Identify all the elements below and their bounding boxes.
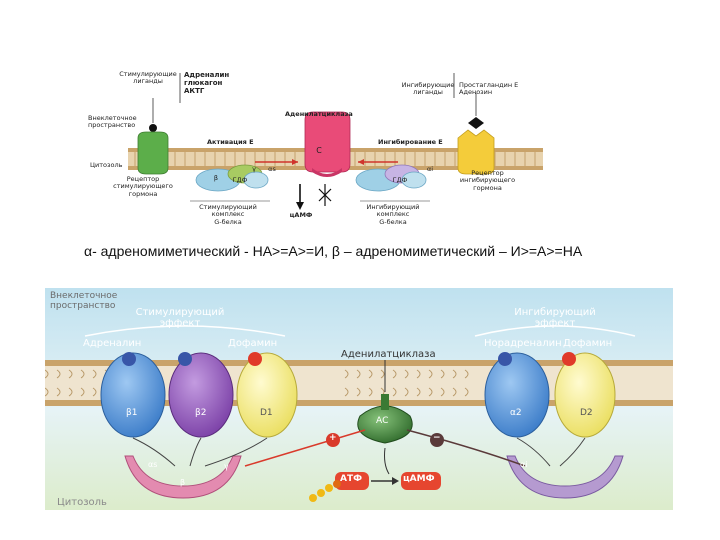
bottom-cytosol-label: Цитозоль (57, 497, 107, 508)
bottom-r-d1-label: D1 (260, 408, 273, 418)
bottom-diagram-art (45, 288, 673, 510)
top-adenylate-cyclase-label: Аденилатциклаза (285, 110, 353, 118)
top-stim-ligands-label: Стимулирующие лиганды (119, 70, 177, 86)
camp-box (401, 472, 441, 490)
bottom-camp-label: цАМФ (403, 474, 435, 484)
top-alpha-s-label: αs (268, 165, 276, 173)
gi-protein-shape (506, 455, 624, 499)
bottom-r-b1-label: β1 (126, 408, 138, 418)
adrenaline-dot-1 (122, 352, 136, 366)
top-alpha-i-label: αi (426, 165, 434, 173)
bottom-inhib-effect-label: Ингибирующий эффект (514, 307, 596, 329)
stim-ligand-dot (149, 124, 157, 132)
top-stim-ligand-list: Адреналин глюкагон АКТГ (184, 71, 230, 96)
top-stim-complex-label: Стимулирующий комплекс G-белка (199, 203, 257, 226)
bottom-adrenaline-label: Адреналин (83, 338, 142, 349)
top-stim-receptor-label: Рецептор стимулирующего гормона (113, 175, 173, 198)
top-extracellular-label: Внеклеточное пространство (88, 114, 137, 130)
top-inhibition-label: Ингибирование Е (378, 138, 443, 146)
top-inhib-ligand-list: Простагландин Е Аденозин (459, 81, 519, 97)
bottom-r-b2-label: β2 (195, 408, 207, 418)
receptor-d2-shape (554, 352, 616, 438)
stim-receptor-shape (137, 131, 169, 175)
bottom-atp-label: АТФ (340, 474, 363, 484)
bottom-minus-label: − (433, 433, 441, 443)
gs-protein-shape (124, 455, 242, 499)
bottom-ac-label: АС (376, 416, 389, 426)
bottom-diagram (45, 288, 673, 510)
bottom-gi-alpha-label: αi (520, 460, 528, 469)
bottom-stim-effect-label: Стимулирующий эффект (135, 307, 225, 329)
bottom-dopamine-left-label: Дофамин (228, 338, 278, 349)
dopamine-dot-right (562, 352, 576, 366)
top-diagram-art (128, 73, 543, 210)
bottom-dopamine-right-label: Дофамин (563, 338, 613, 349)
receptor-b2-shape (168, 352, 234, 438)
bottom-gamma-label: γ (224, 462, 229, 471)
bottom-r-d2-label: D2 (580, 408, 593, 418)
top-activation-label: Активация Е (207, 138, 254, 146)
top-enzyme-c-label: С (316, 146, 322, 155)
noradrenaline-dot (498, 352, 512, 366)
bottom-extracellular-label: Внеклеточное пространство (50, 291, 118, 311)
enzyme-shape (304, 111, 351, 173)
dopamine-dot-left (248, 352, 262, 366)
top-inhib-complex-label: Ингибирующий комплекс G-белка (366, 203, 420, 226)
atp-box (335, 472, 369, 490)
top-cytosol-label: Цитозоль (90, 161, 123, 169)
bottom-beta-label: β (180, 478, 186, 487)
top-diagram (80, 68, 550, 233)
inhib-ligand-diamond (468, 117, 484, 129)
top-inhib-ligands-label: Ингибирующие лиганды (401, 81, 455, 97)
bottom-gs-alpha-label: αs (148, 460, 158, 469)
adrenaline-dot-2 (178, 352, 192, 366)
bottom-adenylate-cyclase-label: Аденилатциклаза (341, 349, 436, 360)
receptor-b1-shape (100, 352, 166, 438)
top-gdp-right-label: ГДФ (392, 176, 408, 184)
top-camp-label: цАМФ (289, 211, 313, 219)
top-gamma-label: γ (252, 165, 256, 173)
caption-text: α- адреномиметический - НА>=А>=И, β – ад… (84, 243, 583, 259)
receptor-a2-shape (484, 352, 550, 438)
inhib-receptor-shape (457, 129, 495, 175)
bottom-plus-label: + (329, 433, 337, 443)
receptor-d1-shape (236, 352, 298, 438)
top-inhib-receptor-label: Рецептор ингибирующего гормона (459, 169, 516, 192)
top-beta-label: β (213, 174, 219, 182)
top-gdp-left-label: ГДФ (232, 176, 248, 184)
bottom-noradrenaline-label: Норадреналин (484, 338, 562, 349)
bottom-r-a2-label: α2 (510, 408, 522, 418)
